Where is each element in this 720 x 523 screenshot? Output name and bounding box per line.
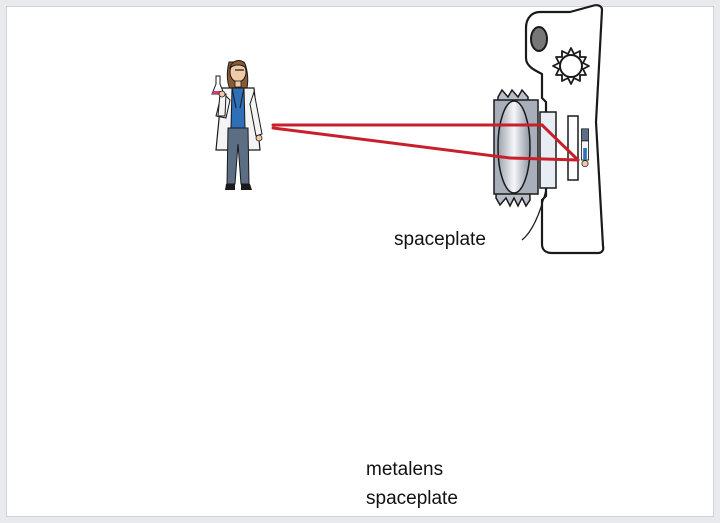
bottom-metalens-label: metalens [366, 459, 444, 480]
top-rays [271, 123, 580, 162]
top-spaceplate-leader [521, 189, 547, 241]
top-sensor [567, 115, 579, 181]
top-spaceplate-label: spaceplate [394, 229, 486, 250]
top-viewfinder [530, 26, 548, 52]
bottom-spaceplate-label: spaceplate [366, 488, 458, 509]
top-spaceplate [539, 111, 557, 189]
top-camera-body [524, 4, 605, 255]
top-scientist [211, 59, 263, 191]
top-lens [497, 100, 531, 194]
